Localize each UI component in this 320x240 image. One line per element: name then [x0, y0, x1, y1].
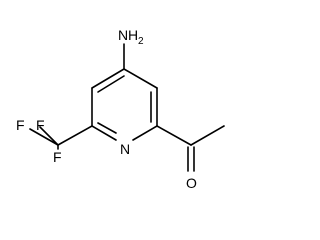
carbonyl-oxygen-label: O: [186, 175, 197, 191]
bond-c4-c3: [123, 68, 158, 89]
bond-ring-n-c6: [91, 125, 117, 141]
bond-cf3-fluorine-1: [29, 128, 59, 146]
amino-hydrogen-count: 2: [138, 36, 144, 47]
bond-c5-c4-inner-double: [97, 75, 125, 93]
amino-hydrogen-label: H: [128, 27, 138, 43]
fluorine-label-3: F: [53, 149, 62, 165]
molecule-structure-diagram: N H 2 N O F F F: [16, 27, 225, 191]
bond-c6-cf3-carbon: [57, 125, 93, 146]
amino-nitrogen-label: N: [118, 27, 128, 43]
fluorine-label-1: F: [16, 117, 25, 133]
bond-cf3-fluorine-2: [39, 126, 59, 146]
bond-c2-ring-n: [132, 125, 158, 141]
ring-nitrogen-label: N: [120, 141, 130, 157]
bond-c5-c4: [91, 68, 125, 89]
bond-ring-n-c6-inner-double: [97, 122, 117, 134]
bond-carbonyl-methyl: [190, 125, 225, 146]
bond-c2-carbonyl-carbon: [156, 125, 192, 146]
fluorine-label-2: F: [36, 117, 45, 133]
